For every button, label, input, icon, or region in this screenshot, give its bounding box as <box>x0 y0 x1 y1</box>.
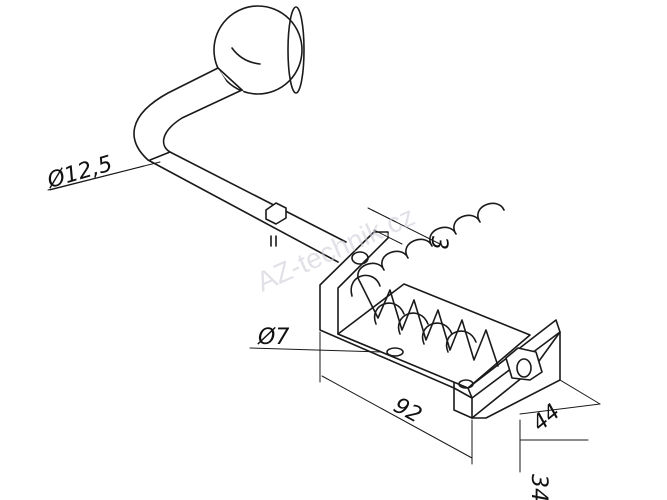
rod-nut <box>265 202 287 247</box>
bracket <box>319 231 561 419</box>
ball-knob <box>213 5 305 95</box>
dimension-pin-diameter: Ø7 <box>257 325 289 350</box>
dimension-hole-offset: 44 <box>528 399 566 436</box>
dimension-handle-diameter: Ø12,5 <box>44 151 116 194</box>
dimension-base-length: 92 <box>389 393 425 428</box>
dimension-lines <box>47 161 601 473</box>
dimension-height-step: 34 <box>526 474 551 500</box>
dimension-plate-thickness: 3 <box>426 236 451 250</box>
handle-rod <box>133 67 347 263</box>
spring <box>350 202 505 367</box>
pin-tip <box>505 347 543 381</box>
